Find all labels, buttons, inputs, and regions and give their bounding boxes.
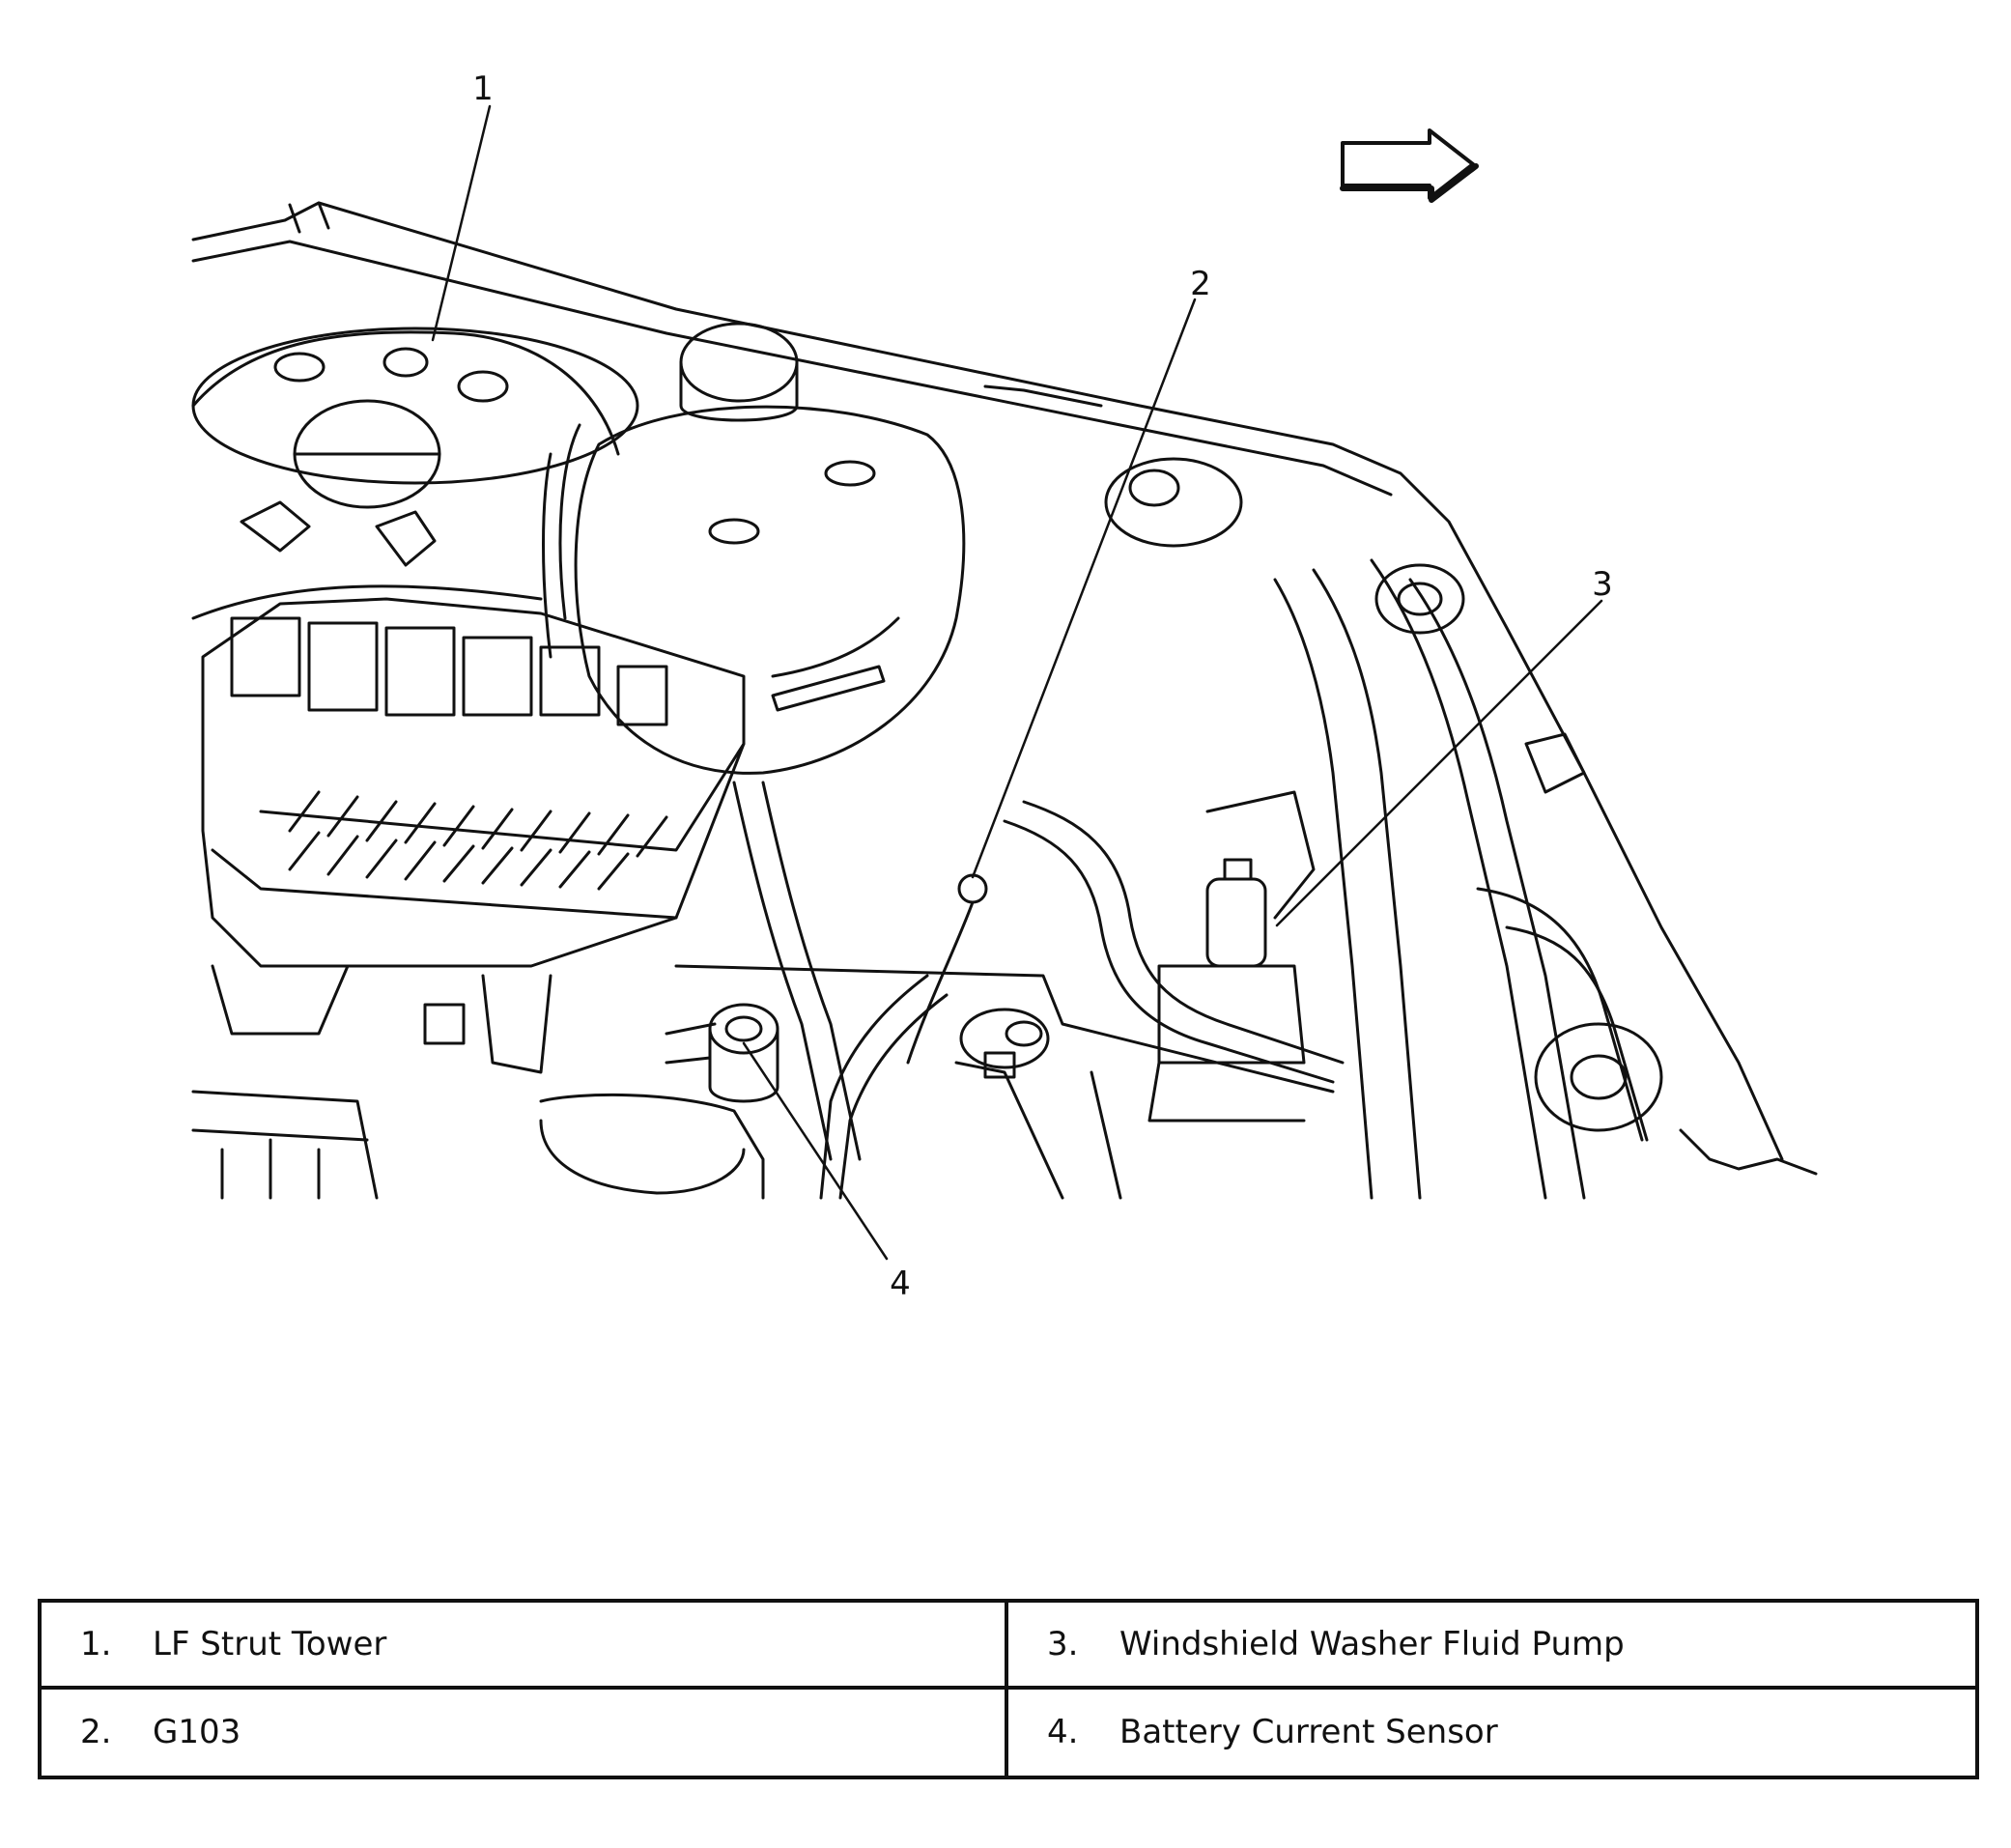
washer-fluid-pump bbox=[1147, 790, 1316, 1123]
legend-num-3: 3. bbox=[1047, 1624, 1079, 1663]
lower-edge bbox=[191, 1061, 1122, 1200]
legend-label-1: LF Strut Tower bbox=[153, 1624, 387, 1663]
legend-label-3: Windshield Washer Fluid Pump bbox=[1119, 1624, 1625, 1663]
legend-cell-3: 3. Windshield Washer Fluid Pump bbox=[1008, 1603, 1975, 1690]
strut-tower bbox=[191, 327, 639, 620]
battery-current-sensor bbox=[665, 1003, 1050, 1103]
legend-label-2: G103 bbox=[153, 1713, 241, 1752]
legend-cell-1: 1. LF Strut Tower bbox=[42, 1603, 1008, 1690]
legend-label-4: Battery Current Sensor bbox=[1119, 1713, 1498, 1752]
leader-line-1 bbox=[431, 104, 492, 342]
callout-4: 4 bbox=[890, 1265, 911, 1303]
fuse-block bbox=[201, 597, 746, 1074]
legend-num-1: 1. bbox=[80, 1624, 112, 1663]
arrow-right-icon bbox=[1340, 128, 1479, 203]
body-outline bbox=[191, 201, 1784, 1161]
callout-1: 1 bbox=[472, 70, 494, 108]
frame-rail bbox=[1273, 558, 1818, 1200]
leader-line-4 bbox=[742, 1041, 889, 1261]
callout-2: 2 bbox=[1190, 265, 1211, 303]
legend-cell-2: 2. G103 bbox=[42, 1689, 1008, 1776]
leader-lines bbox=[431, 104, 1603, 1261]
legend-num-4: 4. bbox=[1047, 1713, 1079, 1752]
leader-line-2 bbox=[971, 298, 1197, 879]
coolant-reservoir bbox=[542, 322, 966, 775]
legend-table: 1. LF Strut Tower 3. Windshield Washer F… bbox=[38, 1599, 1979, 1779]
harness-and-hoses bbox=[539, 781, 1345, 1200]
legend-num-2: 2. bbox=[80, 1713, 112, 1752]
callout-3: 3 bbox=[1592, 565, 1613, 604]
leader-line-3 bbox=[1275, 599, 1603, 927]
legend-cell-4: 4. Battery Current Sensor bbox=[1008, 1690, 1975, 1777]
